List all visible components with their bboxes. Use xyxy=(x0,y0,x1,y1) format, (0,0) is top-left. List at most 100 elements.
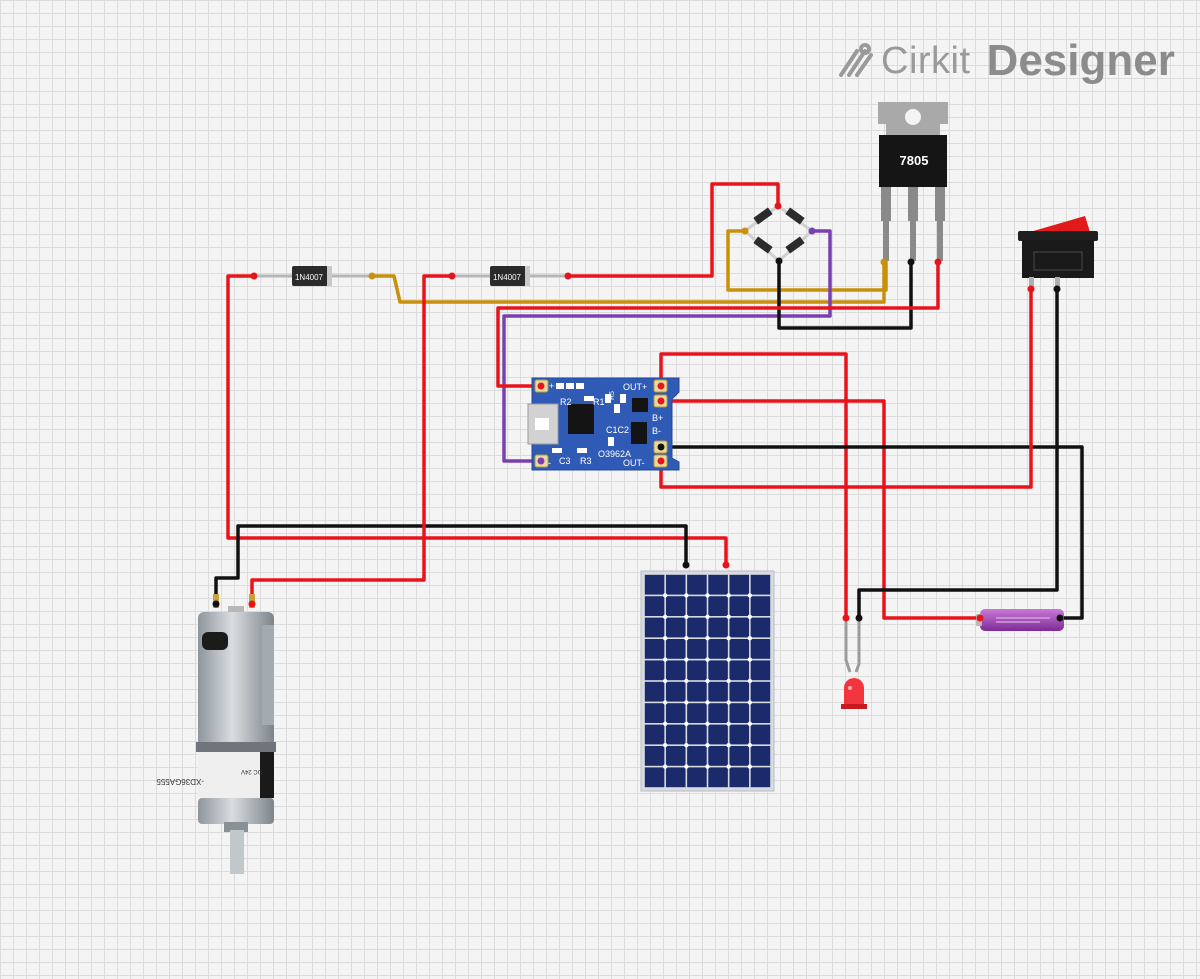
wire-red-diode1-to-panel[interactable] xyxy=(226,274,728,567)
solar-cell xyxy=(708,703,728,723)
solar-cell-joint xyxy=(726,657,731,662)
solar-cell-joint xyxy=(747,743,753,748)
solar-cell xyxy=(644,746,665,766)
solar-cell xyxy=(665,639,686,659)
solar-cell-joint xyxy=(726,593,731,598)
solar-cell xyxy=(665,681,686,702)
wire-endpoint[interactable] xyxy=(448,272,456,280)
wire-endpoint[interactable] xyxy=(976,614,984,622)
solar-cell xyxy=(687,746,707,766)
wire-endpoint[interactable] xyxy=(907,258,915,266)
wire-red-diode2-to-bridge[interactable] xyxy=(566,182,780,278)
solar-cell xyxy=(665,703,686,723)
charger-pin-out-plus: OUT+ xyxy=(623,382,647,392)
solar-cell-joint xyxy=(662,593,668,598)
voltage-regulator-7805[interactable]: 7805 xyxy=(878,102,948,261)
solar-cell xyxy=(750,574,771,595)
solar-cell xyxy=(687,660,707,681)
solar-cell xyxy=(729,724,750,745)
solar-cell xyxy=(665,596,686,616)
wire-endpoint[interactable] xyxy=(934,258,942,266)
wire-endpoint[interactable] xyxy=(1056,614,1064,622)
solar-cell-joint xyxy=(747,721,753,726)
solar-cell-joint xyxy=(662,657,668,662)
wire-endpoint[interactable] xyxy=(368,272,376,280)
wire-endpoint[interactable] xyxy=(250,272,258,280)
solar-cell-joint xyxy=(684,743,689,748)
solar-cell xyxy=(729,660,750,681)
wire-endpoint[interactable] xyxy=(722,561,730,569)
solar-cell xyxy=(687,639,707,659)
logo-text-cirkit: Cirkit xyxy=(881,39,971,82)
solar-cell-joint xyxy=(705,614,710,619)
wire-endpoint[interactable] xyxy=(564,272,572,280)
logo-text-designer: Designer xyxy=(986,36,1175,85)
wire-endpoint[interactable] xyxy=(880,258,888,266)
wire-endpoint[interactable] xyxy=(657,457,665,465)
solar-cell-joint xyxy=(684,764,689,769)
solar-cell-joint xyxy=(705,764,710,769)
wire-endpoint[interactable] xyxy=(212,600,220,608)
solar-cell-joint xyxy=(705,657,710,662)
diode-1n4007-2[interactable]: 1N4007 xyxy=(452,266,568,286)
solar-cell xyxy=(665,660,686,681)
solar-cell-joint xyxy=(747,593,753,598)
wire-endpoint[interactable] xyxy=(774,202,782,210)
diode-2-label: 1N4007 xyxy=(493,273,522,282)
solar-cell xyxy=(644,767,665,788)
solar-cell-joint xyxy=(684,657,689,662)
charger-label-r3: R3 xyxy=(580,456,592,466)
charger-board-tp4056[interactable]: + - OUT+ B+ B- OUT- R2 R1 C1C2 C3 R3 O39… xyxy=(527,377,680,471)
solar-cell xyxy=(665,617,686,638)
li-ion-battery[interactable] xyxy=(976,609,1064,631)
wire-endpoint[interactable] xyxy=(1027,285,1035,293)
wire-gold-bridge-to-regulator[interactable] xyxy=(726,229,888,292)
dc-gear-motor[interactable]: -XD36GA555 DC 24V xyxy=(156,594,276,874)
wire-red-regulator-to-charger[interactable] xyxy=(496,260,940,388)
solar-cell-joint xyxy=(705,678,710,684)
wire-gold-diode1-to-regulator[interactable] xyxy=(370,260,886,304)
solar-cell-joint xyxy=(662,700,668,705)
wire-endpoint[interactable] xyxy=(775,257,783,265)
wire-endpoint[interactable] xyxy=(657,397,665,405)
solar-cell xyxy=(644,596,665,616)
wire-black-motor-to-panel[interactable] xyxy=(214,524,688,606)
wire-endpoint[interactable] xyxy=(741,227,749,235)
wire-endpoint[interactable] xyxy=(682,561,690,569)
wire-endpoint[interactable] xyxy=(657,443,665,451)
solar-cell-joint xyxy=(726,764,731,769)
wire-black-switch-to-led[interactable] xyxy=(857,287,1059,620)
wire-black-charger-to-battery[interactable] xyxy=(659,445,1084,620)
wire-endpoint[interactable] xyxy=(248,600,256,608)
solar-cell xyxy=(750,681,771,702)
bridge-rectifier[interactable] xyxy=(742,204,815,264)
solar-cell xyxy=(644,574,665,595)
wire-red-charger-to-battery[interactable] xyxy=(659,399,982,620)
wire-endpoint[interactable] xyxy=(808,227,816,235)
red-led[interactable] xyxy=(841,618,867,709)
wire-endpoint[interactable] xyxy=(657,382,665,390)
solar-panel[interactable] xyxy=(640,570,775,792)
charger-label-r6: R6 xyxy=(609,437,616,446)
wire-endpoint[interactable] xyxy=(537,382,545,390)
solar-cell-joint xyxy=(726,743,731,748)
wire-endpoint[interactable] xyxy=(842,614,850,622)
diode-1n4007-1[interactable]: 1N4007 xyxy=(254,266,372,286)
wire-black-bridge-to-regulator[interactable] xyxy=(777,259,913,330)
wire-red-charger-to-switch[interactable] xyxy=(659,287,1033,489)
solar-cell-joint xyxy=(747,678,753,684)
solar-cell xyxy=(750,746,771,766)
solar-cell xyxy=(729,596,750,616)
charger-label-r1: R1 xyxy=(593,397,605,407)
wire-endpoint[interactable] xyxy=(1053,285,1061,293)
wire-red-motor-to-diode2[interactable] xyxy=(250,274,454,606)
solar-cell xyxy=(687,724,707,745)
solar-cell xyxy=(687,703,707,723)
wire-endpoint[interactable] xyxy=(855,614,863,622)
wire-purple-bridge-to-charger[interactable] xyxy=(502,229,832,463)
connection-points xyxy=(212,202,1064,622)
solar-cell xyxy=(708,660,728,681)
rocker-switch[interactable] xyxy=(1018,216,1098,289)
wire-endpoint[interactable] xyxy=(537,457,545,465)
